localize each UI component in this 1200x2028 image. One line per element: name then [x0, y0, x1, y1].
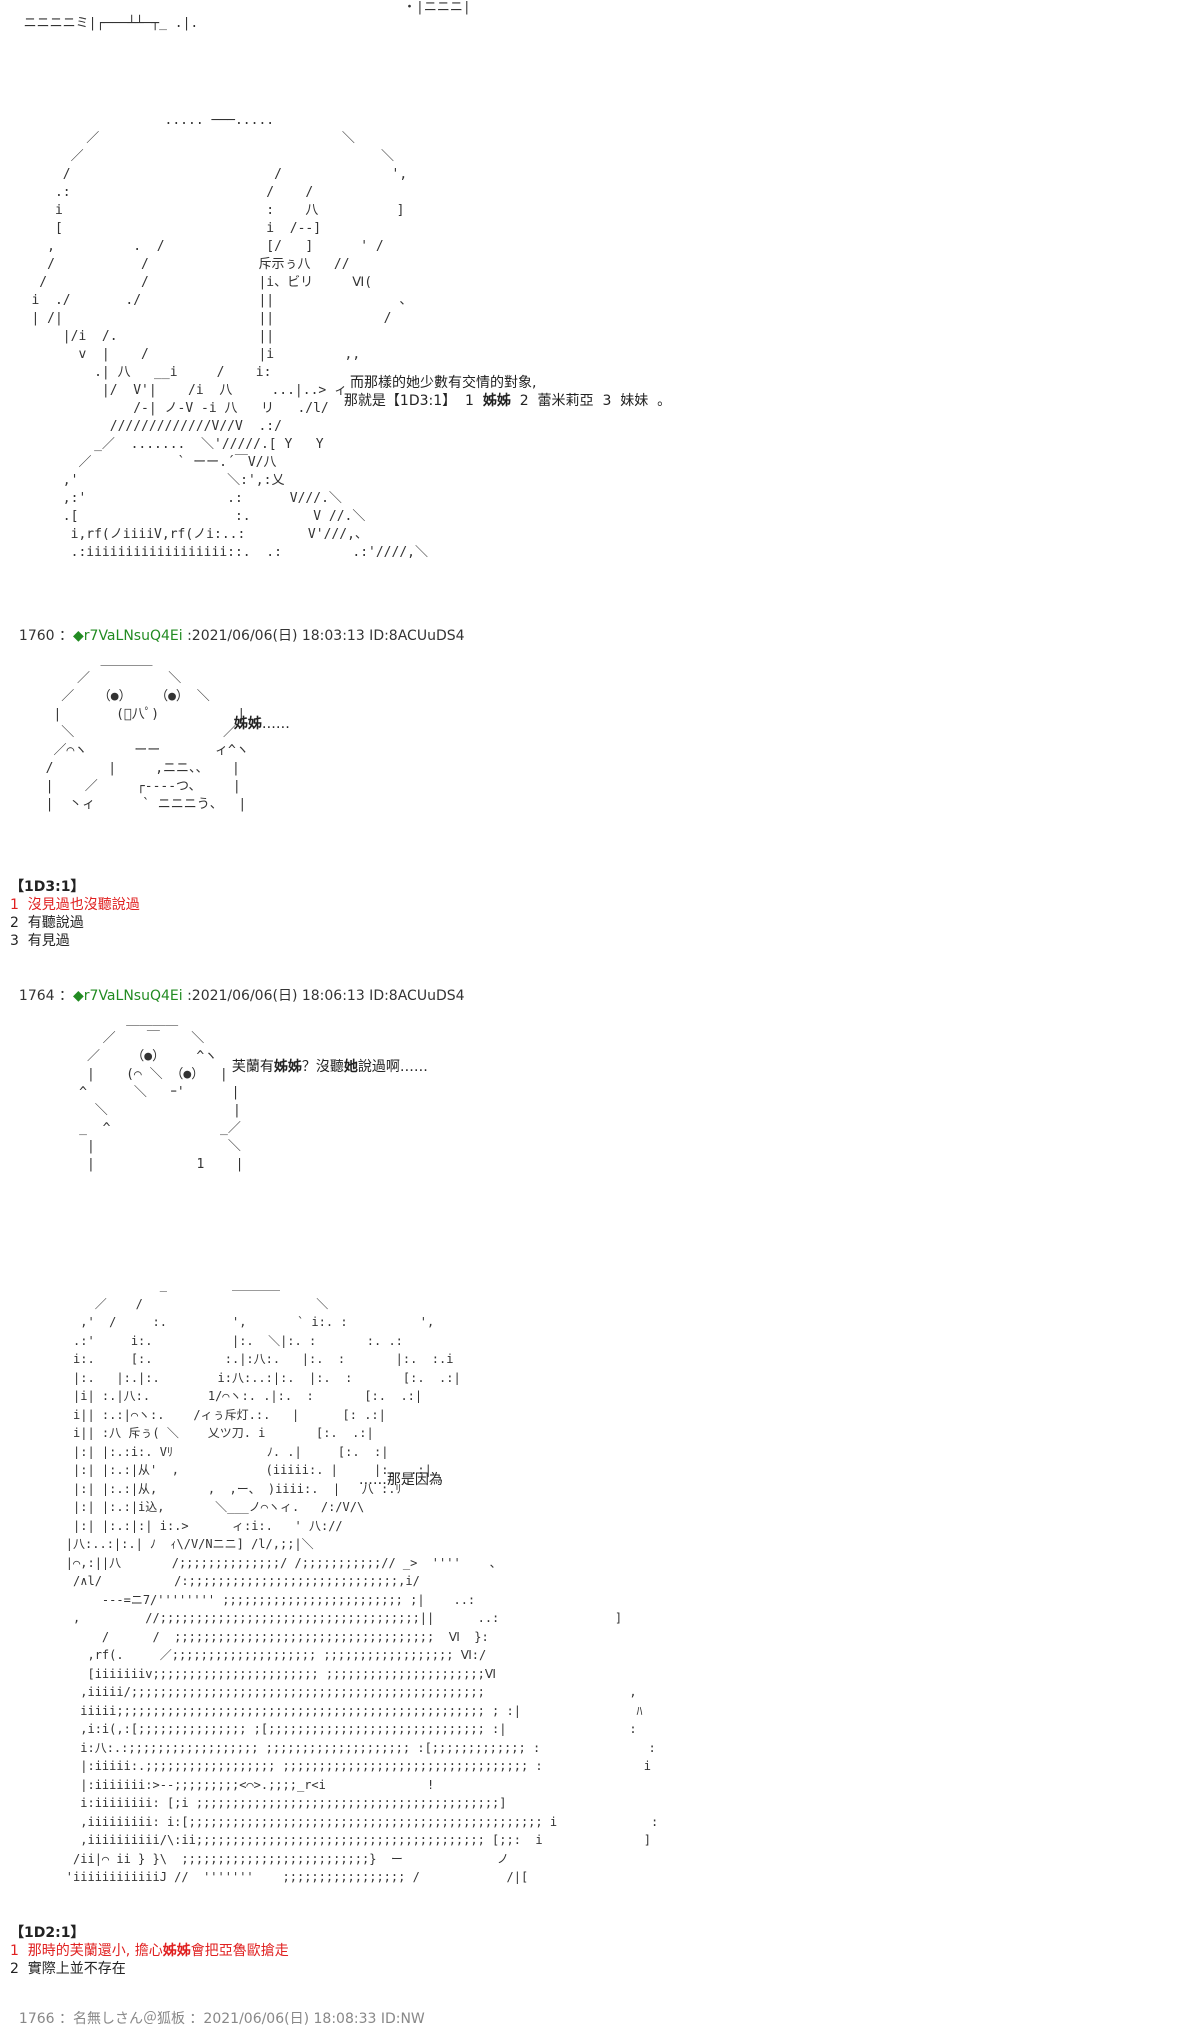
- speech-1-line-2-prefix: 那就是【1D3:1】 1: [343, 393, 483, 409]
- post-number: 1764: [18, 988, 55, 1004]
- speech-2-bold: 姊姊: [233, 716, 262, 732]
- post-separator: ：: [54, 988, 73, 1004]
- speech-1-line-2-bold: 姊姊: [482, 393, 511, 409]
- vote-option-1: 1 那時的芙蘭還小, 擔心姊姊會把亞魯歐搶走: [10, 1942, 289, 1960]
- vote-option-3: 3 有見過: [10, 933, 70, 949]
- post-meta: :2021/06/06(日) 18:03:13 ID:8ACUuDS4: [182, 628, 465, 644]
- vote-title: 【1D3:1】: [10, 879, 85, 895]
- vote-option-2: 2 實際上並不存在: [10, 1961, 126, 1977]
- speech-bubble-2: 姊姊……: [225, 697, 290, 733]
- speech-1-line-1: 而那樣的她少數有交情的對象,: [350, 375, 537, 391]
- post-header-1764: 1764 ：◆r7VaLNsuQ4Ei :2021/06/06(日) 18:06…: [10, 969, 465, 1005]
- speech-bubble-1b: 那就是【1D3:1】 1 姊姊 2 蕾米莉亞 3 妹妹 。: [335, 374, 671, 410]
- ascii-art-girl-hood: _ ＿＿＿＿ ／ / ＼ ,' / :. ', ` i:. : ', .:' i…: [65, 1278, 659, 1884]
- speech-3-middle: ？沒聽: [301, 1059, 344, 1075]
- ascii-art-face-2: ＿＿＿＿ ／ ￣ ＼ ／ （●） ^ヽ | (⌒ ＼ （●） | ^ ＼ ｰ' …: [79, 1013, 244, 1172]
- post-header-cutoff: 1766 ：名無しさん＠狐板 ：2021/06/06(日) 18:08:33 I…: [10, 1992, 425, 2028]
- speech-3-bold-2: 她: [343, 1059, 358, 1075]
- speech-2-suffix: ……: [261, 716, 290, 732]
- speech-4-text: ……那是因為: [358, 1472, 443, 1488]
- speech-bubble-1: 而那樣的她少數有交情的對象,: [350, 338, 536, 410]
- vote-option-1-text: 1 那時的芙蘭還小, 擔心: [10, 1943, 163, 1959]
- vote-title: 【1D2:1】: [10, 1925, 85, 1941]
- speech-bubble-3: 芙蘭有姊姊？沒聽她說過啊……: [223, 1040, 428, 1076]
- vote-option-1-tail: 會把亞魯歐搶走: [190, 1943, 289, 1959]
- speech-3-bold: 姊姊: [273, 1059, 302, 1075]
- dice-vote-1d2: 【1D2:1】 1 那時的芙蘭還小, 擔心姊姊會把亞魯歐搶走 2 實際上並不存在: [10, 1924, 289, 1978]
- post-number: 1760: [18, 628, 55, 644]
- post-header-1760: 1760 ：◆r7VaLNsuQ4Ei :2021/06/06(日) 18:03…: [10, 609, 465, 645]
- speech-bubble-4: ……那是因為: [350, 1453, 443, 1489]
- post-trip[interactable]: r7VaLNsuQ4Ei: [83, 988, 183, 1004]
- post-separator: ：: [54, 628, 73, 644]
- ascii-art-girl-hat: ..... ───..... ／ ＼ ／ ＼ / / ', .: / /: [31, 113, 428, 560]
- vote-option-1-bold: 姊姊: [162, 1943, 191, 1959]
- speech-3-prefix: 芙蘭有: [231, 1059, 274, 1075]
- speech-3-suffix: 說過啊……: [357, 1059, 428, 1075]
- vote-option-1: 1 沒見過也沒聽說過: [10, 897, 140, 913]
- ascii-art-face-1: ＿＿＿＿ ／ ＼ ／ （●） （●） ＼ | (ﾟ八ﾟ) | ＼ ／ ／⌒ヽ ー…: [45, 653, 249, 812]
- top-ascii-fragment: ニニニニミ|┌───┴┴─┬_ .|. ・|ニニニ|: [8, 0, 471, 48]
- bottom-fragment-text: 1766 ：名無しさん＠狐板 ：2021/06/06(日) 18:08:33 I…: [18, 2011, 425, 2027]
- speech-1-line-2-suffix: 2 蕾米莉亞 3 妹妹 。: [510, 393, 672, 409]
- top-ascii-left: ニニニニミ|┌───┴┴─┬_ .|.: [23, 16, 199, 31]
- vote-option-2: 2 有聽說過: [10, 915, 84, 931]
- post-trip[interactable]: r7VaLNsuQ4Ei: [83, 628, 183, 644]
- trip-diamond-icon: ◆: [73, 988, 84, 1004]
- post-meta: :2021/06/06(日) 18:06:13 ID:8ACUuDS4: [182, 988, 465, 1004]
- dice-vote-1d3: 【1D3:1】 1 沒見過也沒聽說過 2 有聽說過 3 有見過: [10, 878, 140, 950]
- top-ascii-right: ・|ニニニ|: [403, 0, 471, 15]
- trip-diamond-icon: ◆: [73, 628, 84, 644]
